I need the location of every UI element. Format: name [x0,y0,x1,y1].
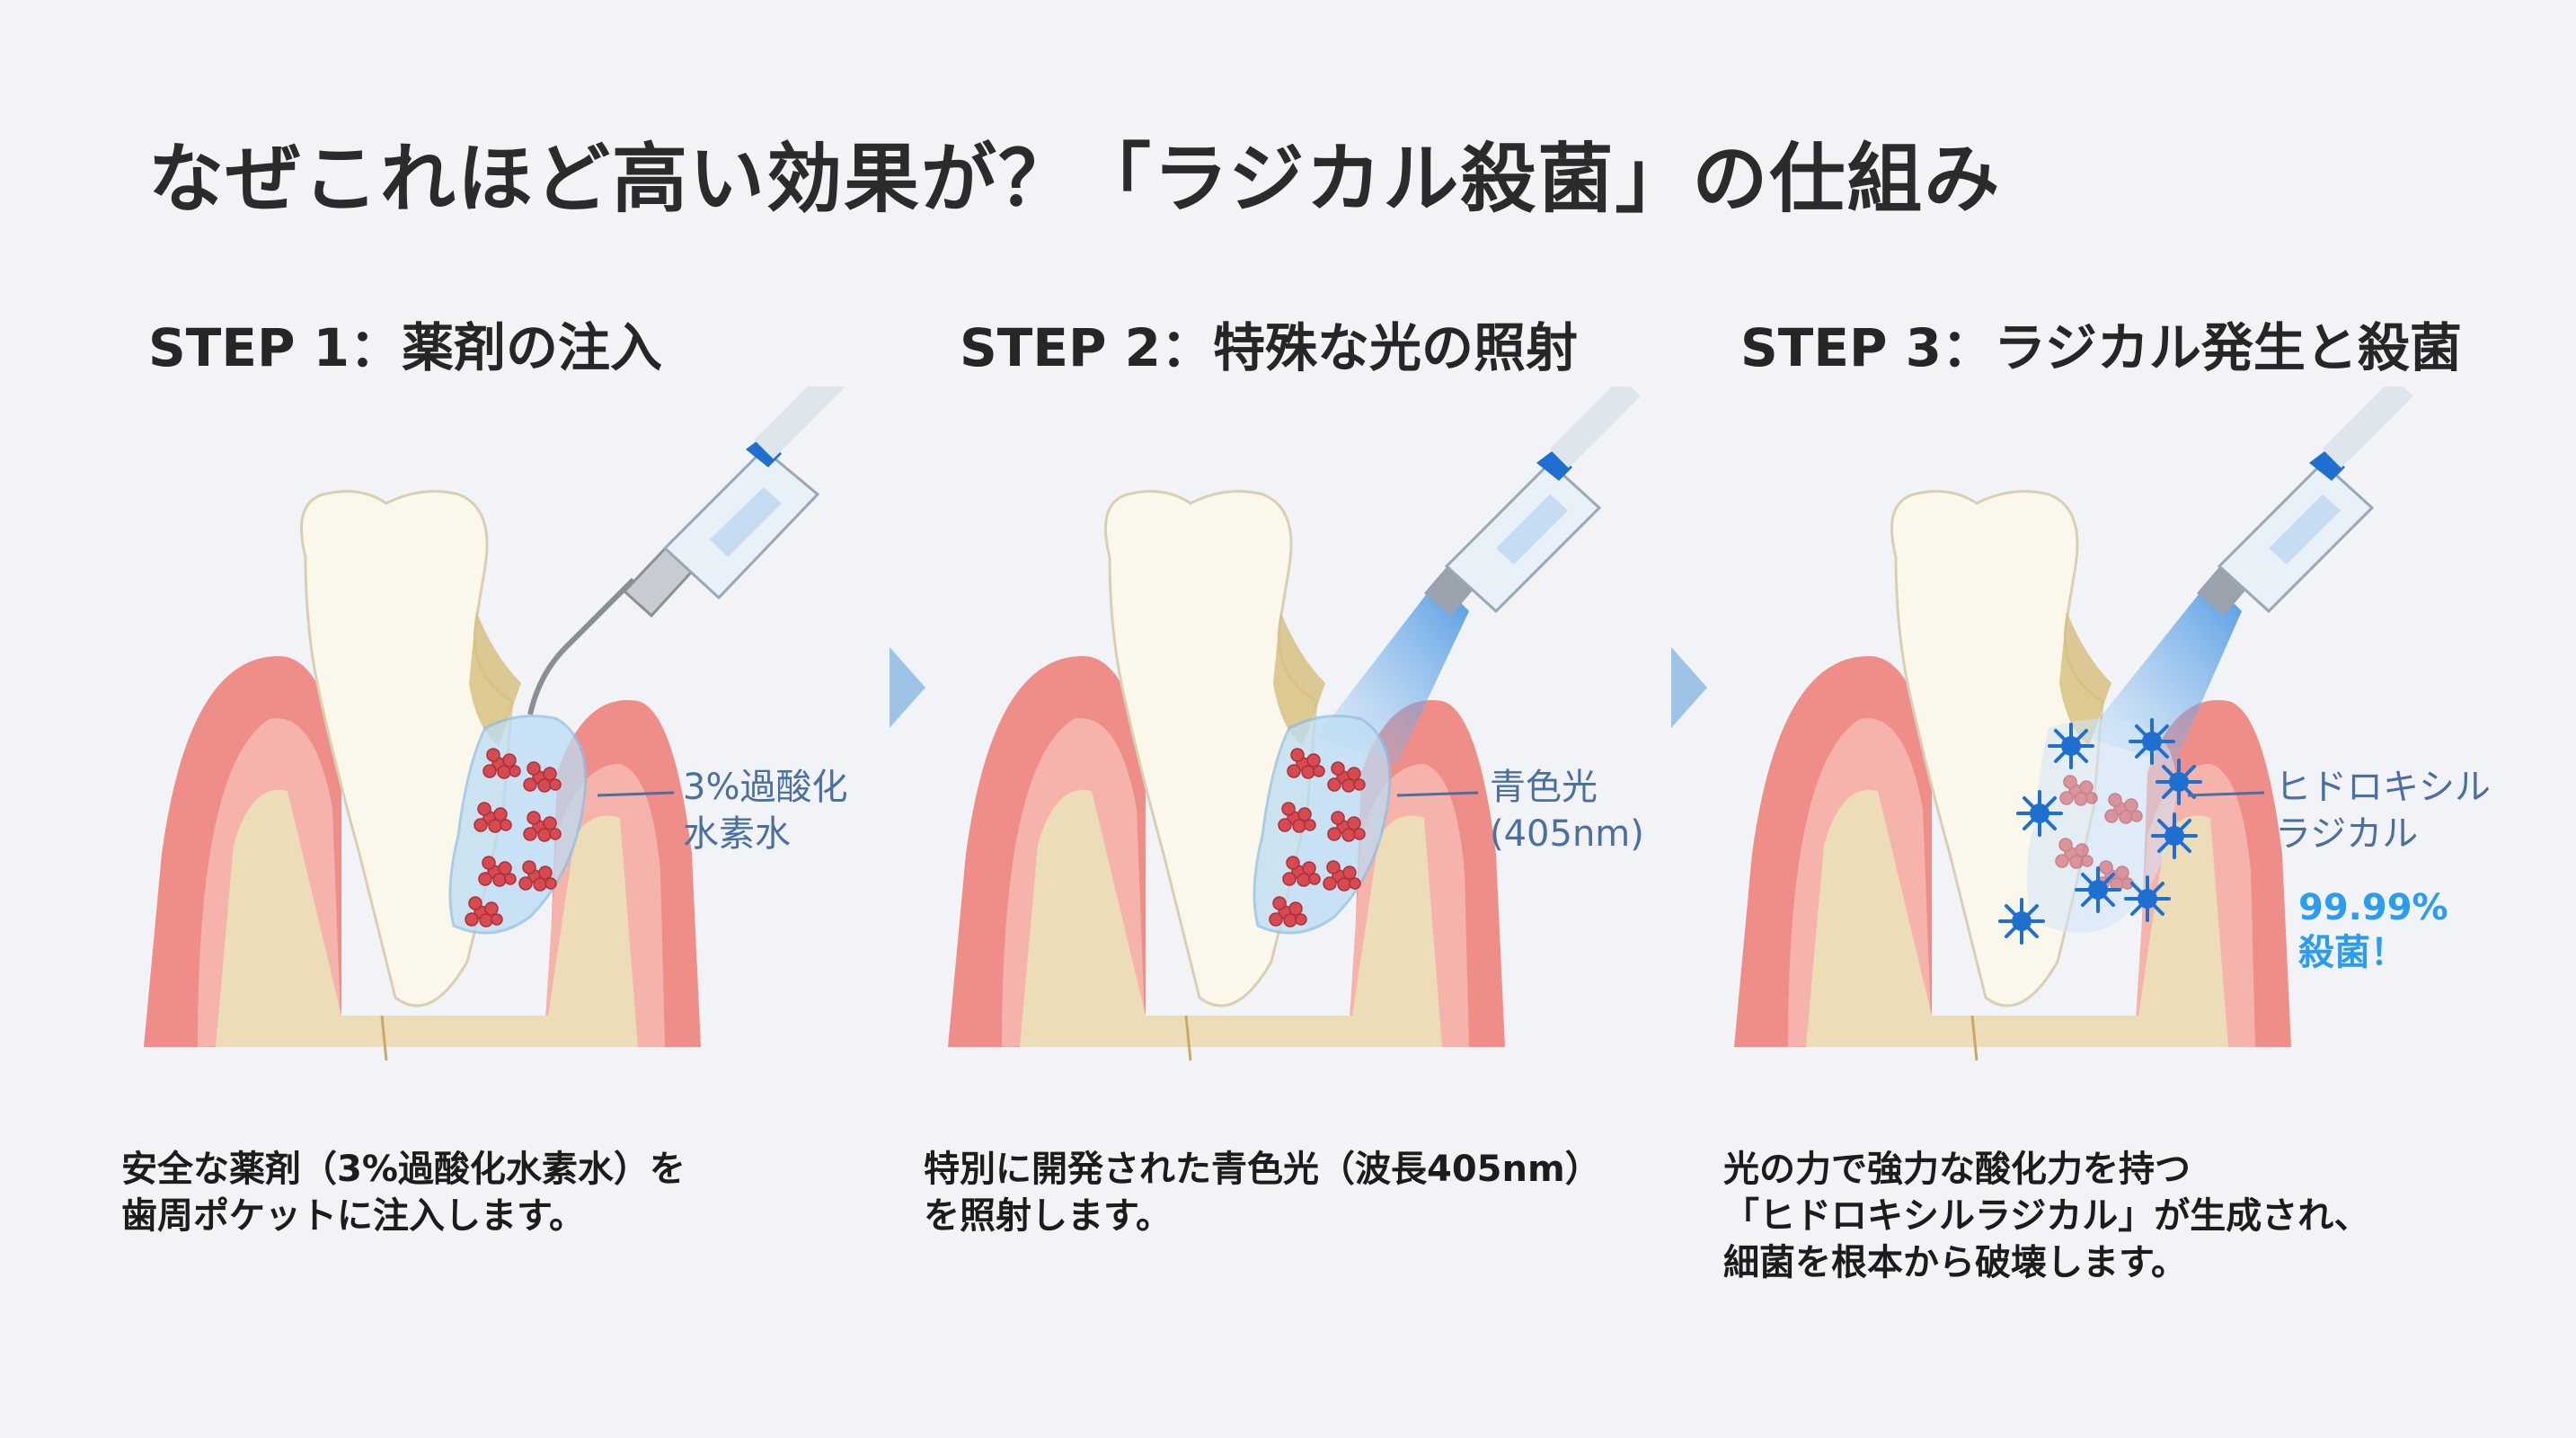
step-2-illustration [948,386,1641,1061]
label-line: (405nm) [1490,813,1644,855]
desc-line: 光の力で強力な酸化力を持つ [1723,1149,2191,1190]
accent-line: 99.99% [2298,887,2448,928]
radical-cloud [2027,719,2176,933]
step-1-label: 3%過酸化 水素水 [683,764,847,857]
step-1-heading: STEP 1：薬剤の注入 [148,317,663,378]
step-3-label: ヒドロキシル ラジカル [2275,764,2491,857]
step-1-illustration [144,386,845,1061]
light-pen-icon [2197,386,2413,616]
label-line: ラジカル [2275,813,2419,855]
chevron-right-icon [1671,647,1707,728]
tartar [469,611,521,746]
step-3-illustration [1734,386,2413,1061]
label-line: 青色光 [1490,767,1598,808]
label-line: 3%過酸化 [683,767,848,808]
root-canal [380,1015,388,1061]
step-2-heading: STEP 2：特殊な光の照射 [960,317,1579,378]
step-3-description: 光の力で強力な酸化力を持つ 「ヒドロキシルラジカル」が生成され、 細菌を根本から… [1723,1146,2370,1286]
light-pen-icon [1424,386,1641,616]
syringe-icon [527,386,845,715]
label-line: ヒドロキシル [2275,767,2491,808]
desc-line: を照射します。 [924,1195,1172,1237]
step-2-description: 特別に開発された青色光（波長405nm） を照射します。 [924,1146,1601,1239]
page-title: なぜこれほど高い効果が？「ラジカル殺菌」の仕組み [148,135,2002,223]
step-2-label: 青色光 (405nm) [1490,764,1644,857]
desc-line: 「ヒドロキシルラジカル」が生成され、 [1723,1195,2370,1237]
label-leader [597,791,675,797]
step-1-description: 安全な薬剤（3%過酸化水素水）を 歯周ポケットに注入します。 [121,1146,686,1239]
desc-line: 細菌を根本から破壊します。 [1723,1242,2187,1283]
accent-line: 殺菌！ [2298,932,2406,973]
bone [216,789,638,1047]
desc-line: 特別に開発された青色光（波長405nm） [924,1149,1601,1190]
desc-line: 歯周ポケットに注入します。 [121,1195,585,1237]
kill-rate-badge: 99.99% 殺菌！ [2298,885,2448,975]
chevron-right-icon [890,647,925,728]
step-3-heading: STEP 3：ラジカル発生と殺菌 [1740,317,2462,378]
label-line: 水素水 [683,813,791,855]
desc-line: 安全な薬剤（3%過酸化水素水）を [121,1149,686,1190]
